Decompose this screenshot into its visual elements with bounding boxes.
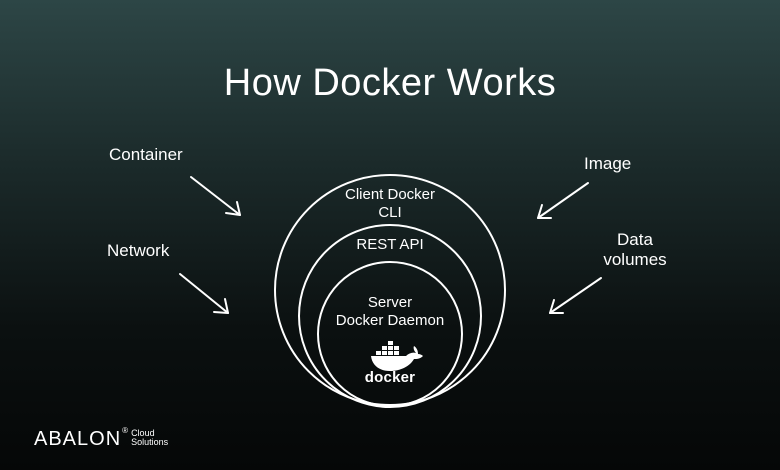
- client-docker-line1: Client Docker: [344, 186, 436, 203]
- docker-logo-word: docker: [364, 369, 416, 386]
- label-container: Container: [109, 145, 183, 164]
- brand-name: ABALON: [34, 428, 122, 450]
- brand-sub-line1: Cloud: [131, 428, 155, 438]
- brand-subtitle: Cloud Solutions: [131, 429, 168, 447]
- label-image: Image: [584, 154, 632, 173]
- arrow-icon: [190, 176, 241, 216]
- client-docker-cli-text: Client Docker CLI: [320, 186, 460, 222]
- label-data-volumes-line1: Data: [617, 230, 653, 249]
- rest-api-text: REST API: [356, 236, 424, 253]
- inner-ring: [317, 261, 463, 407]
- brand-sub-line2: Solutions: [131, 437, 169, 447]
- server-line2: Docker Daemon: [335, 312, 445, 329]
- brand-logo: ABALON ® Cloud Solutions: [34, 426, 168, 451]
- label-network: Network: [107, 241, 170, 260]
- arrow-icon: [179, 273, 229, 314]
- server-line1: Server: [367, 294, 413, 311]
- brand-registered-mark: ®: [122, 426, 129, 435]
- docker-whale-icon: [371, 341, 423, 371]
- label-data-volumes: Data volumes: [590, 230, 680, 270]
- arrow-icon: [549, 277, 602, 314]
- label-data-volumes-line2: volumes: [603, 250, 667, 269]
- arrow-icon: [537, 182, 589, 219]
- server-docker-daemon-text: Server Docker Daemon: [315, 294, 465, 330]
- client-docker-line2: CLI: [378, 204, 402, 221]
- diagram-title: How Docker Works: [223, 62, 557, 104]
